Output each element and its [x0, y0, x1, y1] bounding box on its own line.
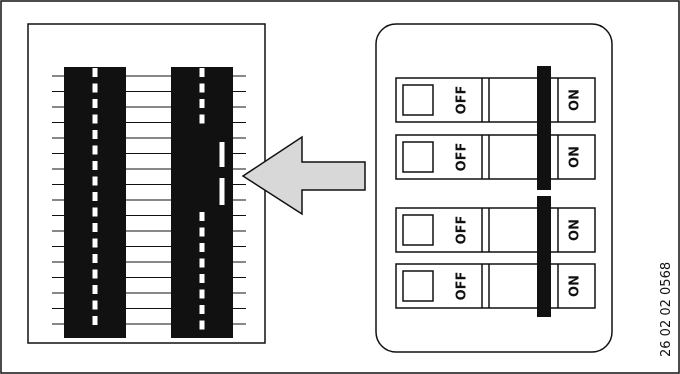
- strip-dash: [199, 289, 205, 299]
- switch-off-label: OFF: [455, 143, 470, 172]
- strip-dash: [199, 212, 205, 221]
- strip-dash: [92, 83, 98, 93]
- right-panel: OFF ON OFF ON OFF ON OFF ON: [375, 23, 613, 353]
- strip-dash: [199, 243, 205, 252]
- strip-dash: [92, 316, 98, 325]
- strip-dash: [92, 192, 98, 201]
- switch-window-icon: [402, 214, 434, 246]
- strip-dash: [199, 227, 205, 237]
- strip-dash: [92, 161, 98, 170]
- switch-window-icon: [402, 84, 434, 116]
- strip-dash: [92, 176, 98, 186]
- strip-dash: [199, 68, 205, 77]
- strip-dash: [92, 130, 98, 139]
- switch-on-label: ON: [568, 219, 583, 241]
- strip-dash: [199, 83, 205, 93]
- on-rail-lower: [537, 196, 551, 317]
- strip-dash: [92, 285, 98, 294]
- switch-on-label: ON: [568, 275, 583, 297]
- switch-on-label: ON: [568, 89, 583, 111]
- strip-dash: [199, 258, 205, 268]
- strip-dash-marks: [92, 68, 225, 330]
- strip-dash: [199, 114, 205, 124]
- rocker-switch[interactable]: OFF ON: [395, 207, 596, 253]
- rocker-switch[interactable]: OFF ON: [395, 77, 596, 123]
- figure-id: 26 02 02 0568: [659, 262, 674, 357]
- strip-dash: [92, 238, 98, 248]
- switch-off-label: OFF: [455, 272, 470, 301]
- rocker-switch[interactable]: OFF ON: [395, 263, 596, 309]
- strip-dash-long: [219, 142, 225, 167]
- arrow-left-icon: [241, 135, 366, 216]
- strip-dash: [92, 114, 98, 124]
- strip-dash: [92, 99, 98, 108]
- strip-dash: [199, 305, 205, 314]
- strip-dash: [92, 254, 98, 263]
- rocker-switch[interactable]: OFF ON: [395, 134, 596, 180]
- strip-dash: [92, 223, 98, 232]
- strip-dash-long: [219, 178, 225, 205]
- strip-dash: [92, 300, 98, 310]
- switch-on-label: ON: [568, 146, 583, 168]
- switch-off-label: OFF: [455, 86, 470, 115]
- switch-window-icon: [402, 270, 434, 302]
- strip-dash: [92, 68, 98, 77]
- left-panel: [27, 23, 266, 344]
- switch-off-label: OFF: [455, 216, 470, 245]
- on-rail-upper: [537, 66, 551, 190]
- switch-window-icon: [402, 141, 434, 173]
- strip-dash: [199, 274, 205, 283]
- strip-dash: [199, 320, 205, 330]
- switch-list: OFF ON OFF ON OFF ON OFF ON: [395, 77, 596, 309]
- strip-dash: [199, 99, 205, 108]
- strip-dash: [92, 145, 98, 155]
- strip-dash: [92, 207, 98, 217]
- strip-dash: [92, 269, 98, 279]
